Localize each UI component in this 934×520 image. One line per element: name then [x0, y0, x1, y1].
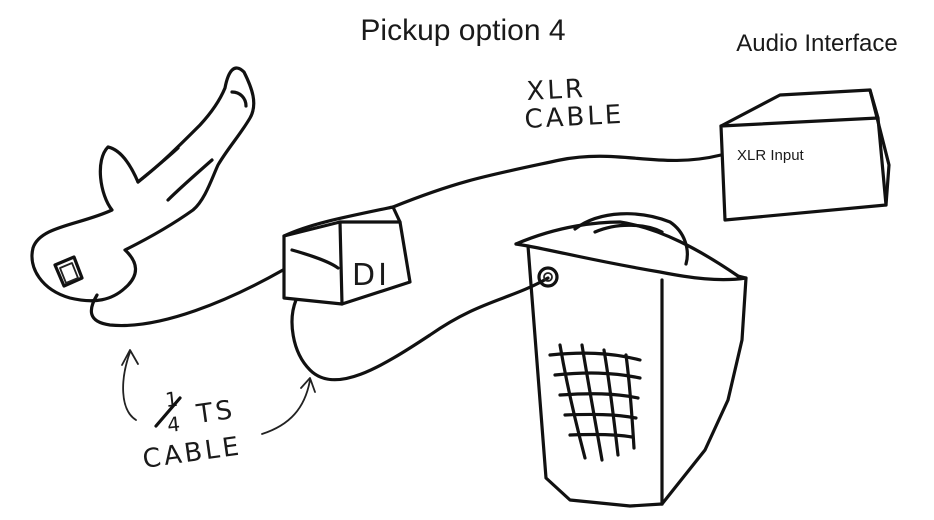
ts-fraction-numerator: 1 — [164, 386, 182, 412]
xlr-cable-label-line2: CABLE — [524, 100, 625, 135]
xlr-cable-label-line1: XLR — [526, 74, 587, 107]
diagram-title: Pickup option 4 — [360, 14, 565, 47]
xlr-input-label: XLR Input — [737, 147, 805, 164]
audio-interface-label: Audio Interface — [736, 30, 897, 57]
audio-interface-box: XLR Input — [719, 88, 891, 222]
ts-cable-guitar-to-di — [89, 268, 285, 328]
xlr-cable — [391, 153, 723, 209]
ts-fraction-denominator: 4 — [166, 411, 184, 437]
ts-cable-label-line2: CABLE — [141, 431, 244, 475]
amplifier-drawing — [514, 212, 748, 508]
arrow-to-guitar-cable — [122, 351, 137, 421]
arrow-to-di-cable — [261, 379, 311, 435]
ts-cable-label-ts: TS — [194, 395, 237, 430]
di-box-drawing: DI — [282, 205, 412, 306]
ts-cable-di-to-amp — [290, 276, 550, 382]
ts-cable-label: 1 4 TS CABLE — [141, 386, 244, 474]
di-box-label: DI — [352, 258, 390, 293]
bass-guitar-drawing — [30, 66, 256, 303]
